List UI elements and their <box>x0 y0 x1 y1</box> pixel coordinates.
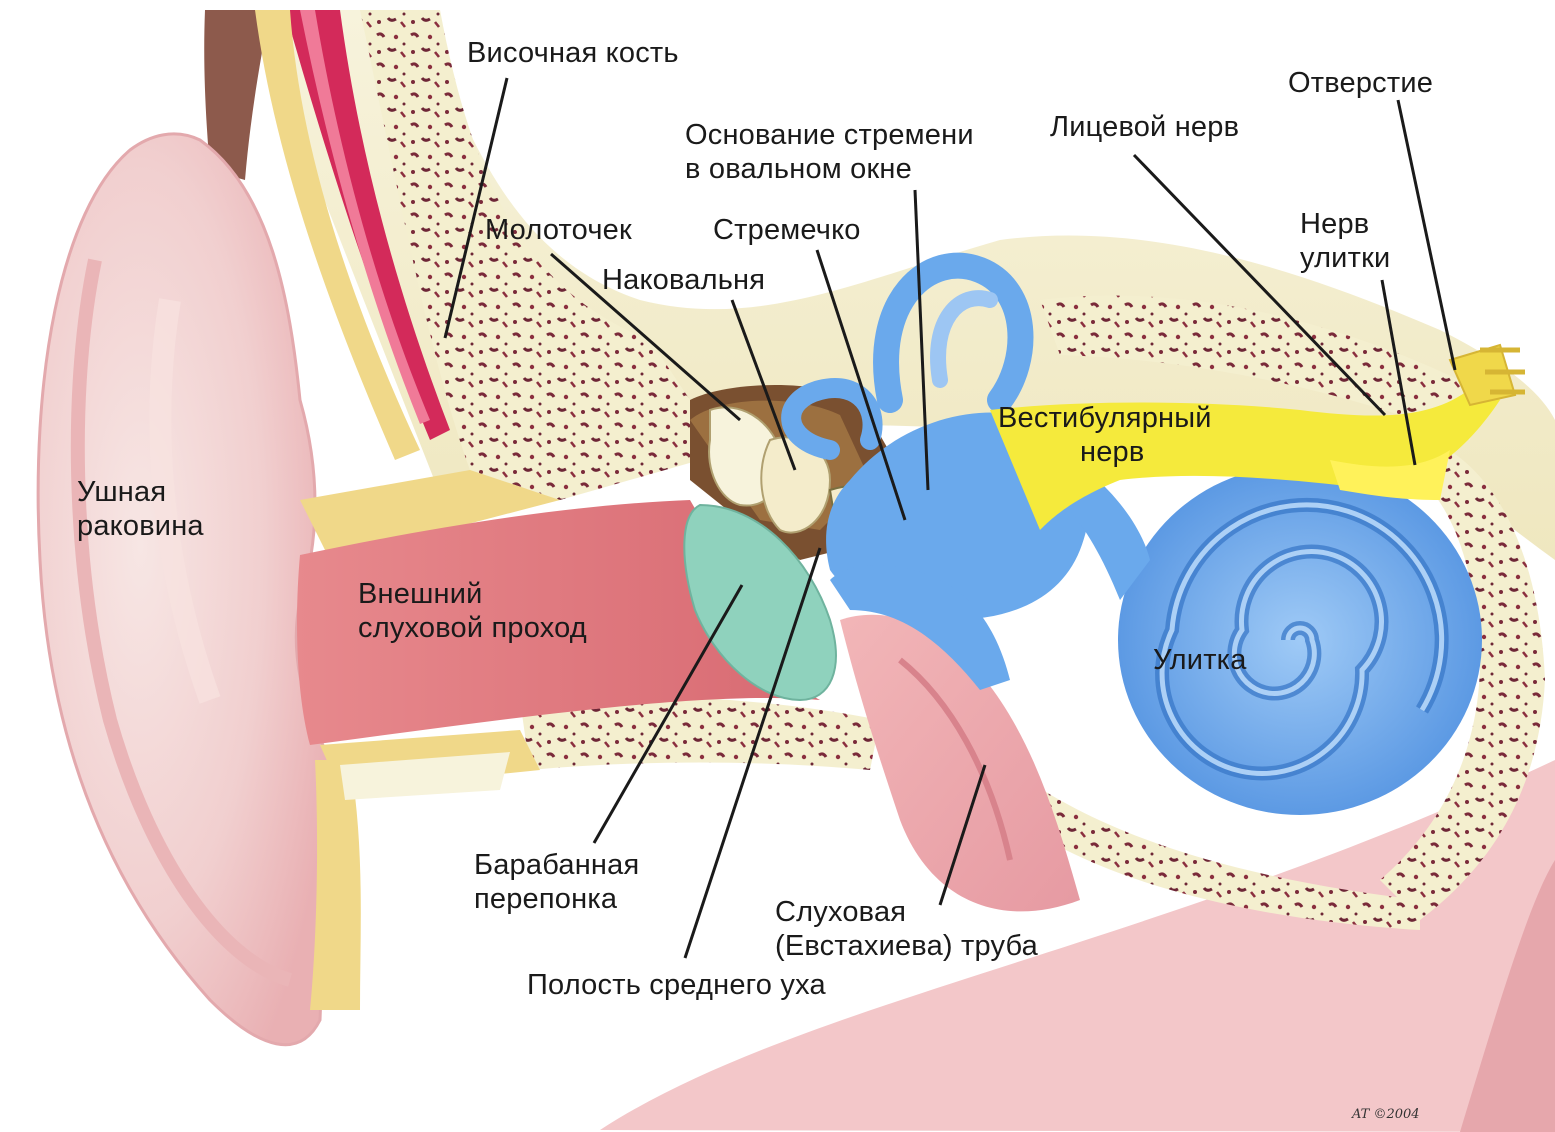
label-auricle-line1: Ушная <box>77 475 204 509</box>
label-cochlear-nerve-line1: Нерв <box>1300 207 1390 241</box>
label-facial-nerve: Лицевой нерв <box>1050 110 1239 144</box>
label-ear-canal-line2: слуховой проход <box>358 611 587 645</box>
cochlea-shape <box>1118 465 1482 815</box>
label-vestibular-nerve-line2: нерв <box>998 435 1212 469</box>
label-vestibular-nerve-line1: Вестибулярный <box>998 401 1212 435</box>
label-middle-ear-cavity-text: Полость среднего уха <box>527 968 826 1002</box>
label-eardrum: Барабанная перепонка <box>474 848 639 916</box>
label-cochlea-text: Улитка <box>1153 643 1247 677</box>
label-eustachian-tube-line2: (Евстахиева) труба <box>775 929 1038 963</box>
label-facial-nerve-text: Лицевой нерв <box>1050 110 1239 144</box>
artist-signature: AT ©2004 <box>1352 1107 1420 1122</box>
label-stapes-base: Основание стремени в овальном окне <box>685 118 974 186</box>
label-middle-ear-cavity: Полость среднего уха <box>527 968 826 1002</box>
label-eustachian-tube-line1: Слуховая <box>775 895 1038 929</box>
label-eardrum-line2: перепонка <box>474 882 639 916</box>
label-ear-canal: Внешний слуховой проход <box>358 577 587 645</box>
label-ear-canal-line1: Внешний <box>358 577 587 611</box>
label-malleus: Молоточек <box>485 213 632 247</box>
label-stapes: Стремечко <box>713 213 861 247</box>
label-incus: Наковальня <box>602 263 765 297</box>
label-vestibular-nerve: Вестибулярный нерв <box>998 401 1212 469</box>
label-auricle-line2: раковина <box>77 509 204 543</box>
label-opening: Отверстие <box>1288 66 1433 100</box>
label-stapes-base-line1: Основание стремени <box>685 118 974 152</box>
label-cochlea: Улитка <box>1153 643 1247 677</box>
label-cochlear-nerve-line2: улитки <box>1300 241 1390 275</box>
label-stapes-base-line2: в овальном окне <box>685 152 974 186</box>
label-eustachian-tube: Слуховая (Евстахиева) труба <box>775 895 1038 963</box>
label-temporal-bone: Височная кость <box>467 36 679 70</box>
label-auricle: Ушная раковина <box>77 475 204 543</box>
label-eardrum-line1: Барабанная <box>474 848 639 882</box>
label-incus-text: Наковальня <box>602 263 765 297</box>
label-stapes-text: Стремечко <box>713 213 861 247</box>
label-cochlear-nerve: Нерв улитки <box>1300 207 1390 275</box>
label-opening-text: Отверстие <box>1288 66 1433 100</box>
label-temporal-bone-text: Височная кость <box>467 36 679 70</box>
label-malleus-text: Молоточек <box>485 213 632 247</box>
